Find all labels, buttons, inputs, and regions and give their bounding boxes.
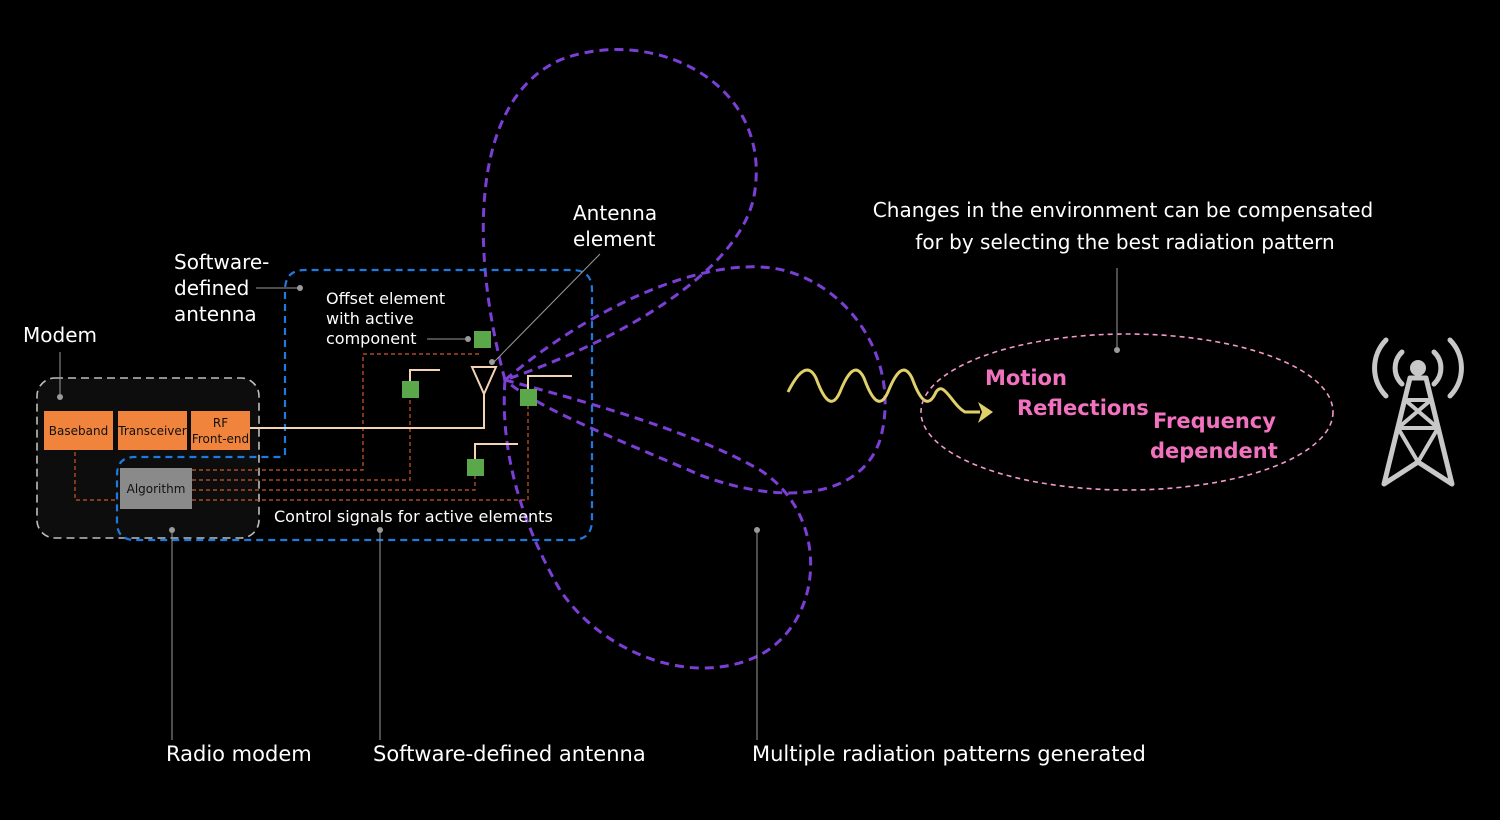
- stub-right: [527, 375, 572, 390]
- offset-leader-dot: [465, 336, 471, 342]
- lobe-upper: [481, 48, 758, 382]
- control-line-4: [192, 406, 529, 501]
- changes-label-1: Changes in the environment can be compen…: [873, 198, 1373, 222]
- transceiver-label: Transceiver: [117, 424, 187, 438]
- algorithm-label: Algorithm: [127, 482, 186, 496]
- effects-ellipse: [920, 333, 1334, 491]
- rf-label-line2: Front-end: [192, 432, 249, 446]
- modem-leader-dot: [57, 394, 63, 400]
- control-signal-lines: [74, 353, 529, 501]
- element-stubs: [409, 369, 572, 460]
- rf-feed-line: [250, 392, 485, 429]
- cell-tower-icon: [1372, 337, 1464, 487]
- wave-arrowhead: [978, 402, 993, 423]
- control-line-1: [192, 353, 482, 471]
- motion-label: Motion: [985, 366, 1067, 390]
- active-component-bottom: [467, 459, 484, 476]
- multiple-patterns-label: Multiple radiation patterns generated: [752, 742, 1146, 766]
- sda-top-label-3: antenna: [174, 302, 257, 326]
- antenna-element-leader: [493, 253, 601, 363]
- changes-label-2: for by selecting the best radiation patt…: [915, 230, 1334, 254]
- antenna-element-label-1: Antenna: [573, 201, 657, 225]
- changes-leader-dot: [1114, 347, 1120, 353]
- control-line-3: [192, 475, 476, 491]
- antenna-element-leader-dot: [489, 359, 495, 365]
- baseband-block: [44, 411, 113, 450]
- lobe-right: [502, 265, 887, 495]
- reflections-label: Reflections: [1017, 396, 1149, 420]
- stub-left: [409, 369, 440, 383]
- transceiver-block: [118, 411, 187, 450]
- control-line-2: [192, 398, 411, 481]
- radio-modem-label: Radio modem: [166, 742, 312, 766]
- active-component-left: [402, 381, 419, 398]
- frequency-label-2: dependent: [1150, 439, 1278, 463]
- antenna-boundary: [115, 268, 594, 542]
- active-component-right: [520, 389, 537, 406]
- sda-top-leader-dot: [297, 285, 303, 291]
- algorithm-block: [120, 468, 192, 509]
- radio-modem-leader-dot: [169, 527, 175, 533]
- sda-bottom-leader-dot: [377, 527, 383, 533]
- frequency-label-1: Frequency: [1153, 409, 1276, 433]
- rf-label-line1: RF: [213, 416, 228, 430]
- antenna-element-label-2: element: [573, 227, 656, 251]
- offset-label-3: component: [326, 329, 417, 348]
- baseband-label: Baseband: [49, 424, 108, 438]
- rf-frontend-block: [191, 411, 250, 450]
- antenna-element-icon: [470, 366, 498, 397]
- radiation-lobes: [481, 48, 887, 670]
- control-signals-label: Control signals for active elements: [274, 507, 553, 526]
- lobe-lower: [502, 378, 813, 670]
- radio-wave-icon: [786, 368, 980, 414]
- sda-top-label-1: Software-: [174, 250, 269, 274]
- multiple-patterns-leader-dot: [754, 527, 760, 533]
- baseband-to-algorithm-line: [74, 452, 117, 501]
- active-components: [402, 331, 537, 476]
- offset-label-2: with active: [326, 309, 414, 328]
- offset-label-1: Offset element: [326, 289, 445, 308]
- active-component-offset: [474, 331, 491, 348]
- sda-bottom-label: Software-defined antenna: [373, 742, 646, 766]
- sda-top-label-2: defined: [174, 276, 249, 300]
- stub-bottom: [474, 443, 518, 460]
- modem-label: Modem: [23, 323, 97, 347]
